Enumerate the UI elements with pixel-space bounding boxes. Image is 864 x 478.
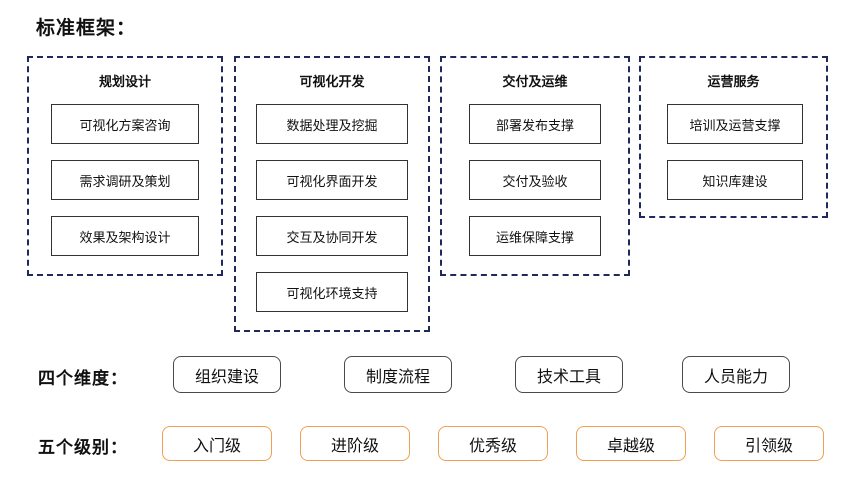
levels-label: 五个级别： — [38, 438, 128, 458]
column-visualization-dev: 可视化开发 数据处理及挖掘 可视化界面开发 交互及协同开发 可视化环境支持 — [234, 56, 430, 332]
column-header: 交付及运维 — [502, 75, 568, 90]
column-operation-services: 运营服务 培训及运营支撑 知识库建设 — [639, 56, 828, 218]
dimension-pill: 组织建设 — [173, 356, 281, 393]
level-pill: 进阶级 — [300, 426, 410, 461]
column-header: 运营服务 — [707, 75, 760, 90]
framework-item: 运维保障支撑 — [469, 216, 601, 256]
column-delivery-ops: 交付及运维 部署发布支撑 交付及验收 运维保障支撑 — [440, 56, 630, 276]
framework-item: 可视化环境支持 — [256, 272, 408, 312]
framework-item: 交互及协同开发 — [256, 216, 408, 256]
framework-item: 知识库建设 — [667, 160, 803, 200]
page-title: 标准框架： — [36, 17, 137, 39]
framework-item: 部署发布支撑 — [469, 104, 601, 144]
framework-item: 可视化界面开发 — [256, 160, 408, 200]
column-planning-design: 规划设计 可视化方案咨询 需求调研及策划 效果及架构设计 — [27, 56, 223, 276]
framework-item: 数据处理及挖掘 — [256, 104, 408, 144]
framework-item: 交付及验收 — [469, 160, 601, 200]
dimension-pill: 人员能力 — [682, 356, 790, 393]
column-header: 规划设计 — [98, 75, 151, 90]
column-header: 可视化开发 — [299, 75, 365, 90]
dimension-pill: 技术工具 — [515, 356, 623, 393]
framework-item: 效果及架构设计 — [51, 216, 199, 256]
framework-item: 需求调研及策划 — [51, 160, 199, 200]
level-pill: 入门级 — [162, 426, 272, 461]
level-pill: 引领级 — [714, 426, 824, 461]
level-pill: 优秀级 — [438, 426, 548, 461]
framework-item: 培训及运营支撑 — [667, 104, 803, 144]
framework-item: 可视化方案咨询 — [51, 104, 199, 144]
level-pill: 卓越级 — [576, 426, 686, 461]
dimension-pill: 制度流程 — [344, 356, 452, 393]
dimensions-label: 四个维度： — [38, 369, 128, 389]
